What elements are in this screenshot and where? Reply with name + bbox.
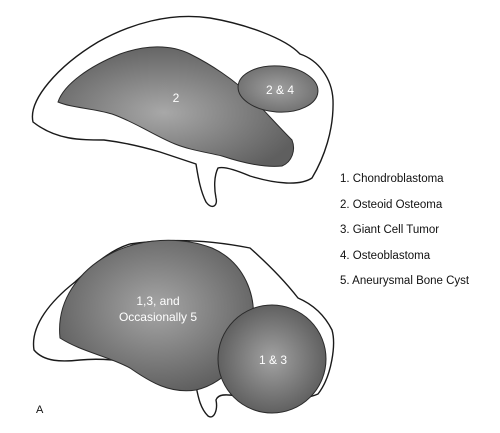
legend-item-1: 1. Chondroblastoma	[340, 173, 444, 185]
legend-item-4: 4. Osteoblastoma	[340, 249, 431, 262]
top-small-region-label: 2 & 4	[266, 83, 294, 97]
top-large-region-label: 2	[173, 91, 180, 105]
bottom-bone: 1,3, and Occasionally 5 1 & 3	[32, 239, 335, 418]
top-large-region	[57, 46, 295, 167]
legend: 1. Chondroblastoma 2. Osteoid Osteoma 3.…	[340, 171, 469, 299]
bottom-large-region-label-line2: Occasionally 5	[119, 310, 197, 324]
bottom-small-region-label: 1 & 3	[259, 353, 287, 367]
bottom-small-region	[217, 304, 327, 414]
legend-item-5: 5. Aneurysmal Bone Cyst	[340, 275, 470, 287]
bottom-large-region-label-line1: 1,3, and	[136, 294, 179, 308]
legend-item-2: 2. Osteoid Osteoma	[340, 198, 443, 211]
panel-letter: A	[36, 404, 44, 416]
legend-item-3: 3. Giant Cell Tumor	[340, 224, 440, 236]
top-bone: 2 2 & 4	[31, 15, 334, 208]
top-small-region	[237, 65, 319, 113]
